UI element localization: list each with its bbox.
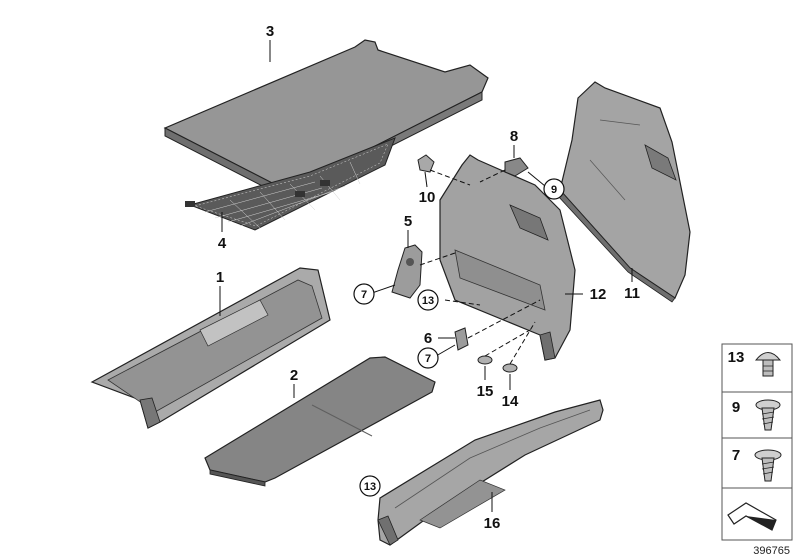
callout-1: 1 [216, 269, 224, 286]
push-clip-icon [754, 352, 782, 377]
legend-label-7: 7 [732, 447, 740, 464]
callout-13a: 13 [422, 295, 434, 307]
callout-5: 5 [404, 213, 412, 230]
part-8-fastener [504, 157, 529, 177]
part-10-hook [417, 154, 435, 173]
leader-lines [219, 40, 633, 512]
legend-label-13: 13 [728, 349, 745, 366]
part-15-nut [477, 355, 493, 365]
callout-13b: 13 [364, 481, 376, 493]
callout-14: 14 [502, 393, 519, 410]
doc-number: 396765 [753, 545, 790, 557]
part-16-sill-cover [377, 399, 604, 546]
flange-screw-icon [754, 449, 782, 482]
callout-4: 4 [218, 235, 227, 252]
part-6-clip [454, 327, 469, 351]
part-4-luggage-net [185, 137, 396, 231]
part-11-side-trim [557, 81, 691, 303]
callout-8: 8 [510, 128, 518, 145]
callout-9: 9 [551, 184, 557, 196]
part-5-bracket [391, 244, 423, 299]
callout-6: 6 [424, 330, 432, 347]
callout-11: 11 [624, 285, 640, 302]
callout-15: 15 [477, 383, 494, 400]
callout-7a: 7 [361, 289, 367, 301]
fastener-legend: 13 9 7 [721, 343, 793, 541]
callout-12: 12 [590, 286, 607, 303]
part-2-floor-mat [204, 356, 436, 487]
callout-10: 10 [419, 189, 436, 206]
part-14-nut [502, 363, 518, 373]
part-12-side-trim [439, 154, 576, 361]
callouts: 3 4 1 2 5 6 8 10 11 12 15 14 16 7 7 9 13… [216, 23, 640, 532]
callout-2: 2 [290, 367, 298, 384]
screw-icon [755, 399, 781, 431]
part-1-trim-panel [90, 267, 331, 429]
callout-16: 16 [484, 515, 501, 532]
callout-3: 3 [266, 23, 274, 40]
legend-label-9: 9 [732, 399, 740, 416]
callout-7b: 7 [425, 353, 431, 365]
bracket-arrow-icon [727, 502, 777, 531]
